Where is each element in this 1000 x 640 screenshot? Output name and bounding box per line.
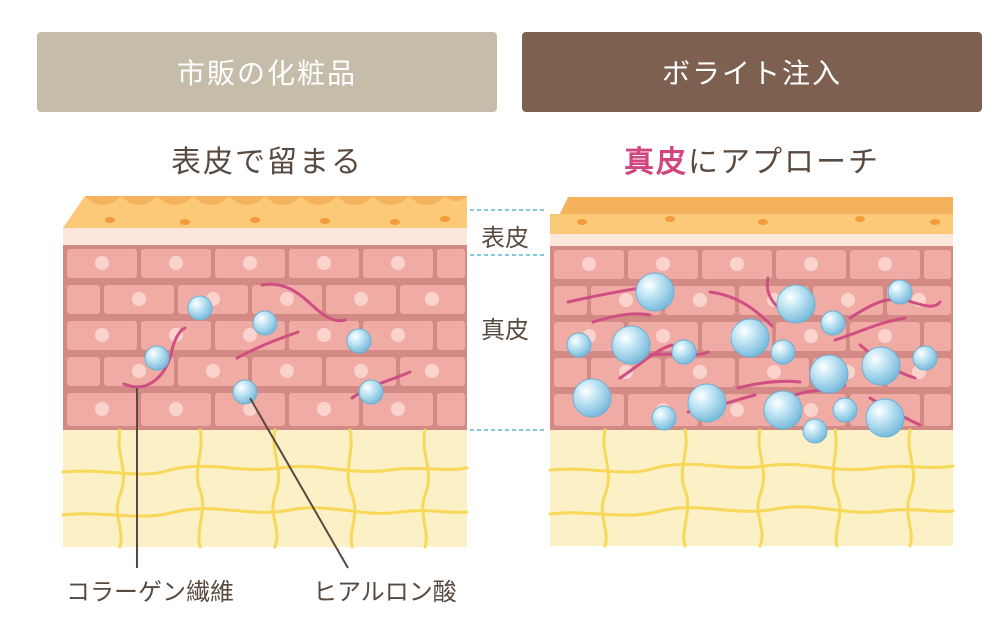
label-dermis: 真皮 <box>481 316 529 344</box>
left-epidermis-pores <box>105 216 450 225</box>
subtitle-left: 表皮で留まる <box>171 145 363 180</box>
left-cell-nuclei <box>95 256 439 416</box>
header-commercial-cosmetics: 市販の化粧品 <box>37 32 497 112</box>
layer-guide-lines <box>470 209 545 431</box>
left-fat-network <box>61 428 469 549</box>
right-upper-layer <box>550 234 953 246</box>
right-hyaluronic-spheres <box>566 272 938 444</box>
left-skin-panel <box>61 196 469 569</box>
right-epidermis <box>550 214 953 234</box>
subtitle-right: 真皮にアプローチ <box>522 137 982 181</box>
right-epidermis-pores <box>577 216 940 225</box>
left-upper-layer <box>63 228 467 245</box>
left-dermis-cells <box>67 249 465 426</box>
header-right-label: ボライト注入 <box>661 57 842 90</box>
hyaluronic-callout-line <box>249 397 349 569</box>
left-collagen-fibers <box>122 282 412 400</box>
subtitle-right-rest: にアプローチ <box>688 145 880 180</box>
header-volite-injection: ボライト注入 <box>522 32 982 112</box>
subtitle-right-accent: 真皮 <box>624 145 688 180</box>
left-fat-layer <box>63 430 467 547</box>
label-collagen-fiber: コラーゲン繊維 <box>66 578 234 606</box>
right-skin-panel <box>548 197 955 548</box>
right-fat-network <box>548 428 955 548</box>
label-epidermis: 表皮 <box>481 224 529 252</box>
right-fat-layer <box>550 430 953 546</box>
header-left-label: 市販の化粧品 <box>176 57 357 90</box>
label-hyaluronic-acid: ヒアルロン酸 <box>313 578 457 606</box>
left-epidermis <box>63 196 467 228</box>
